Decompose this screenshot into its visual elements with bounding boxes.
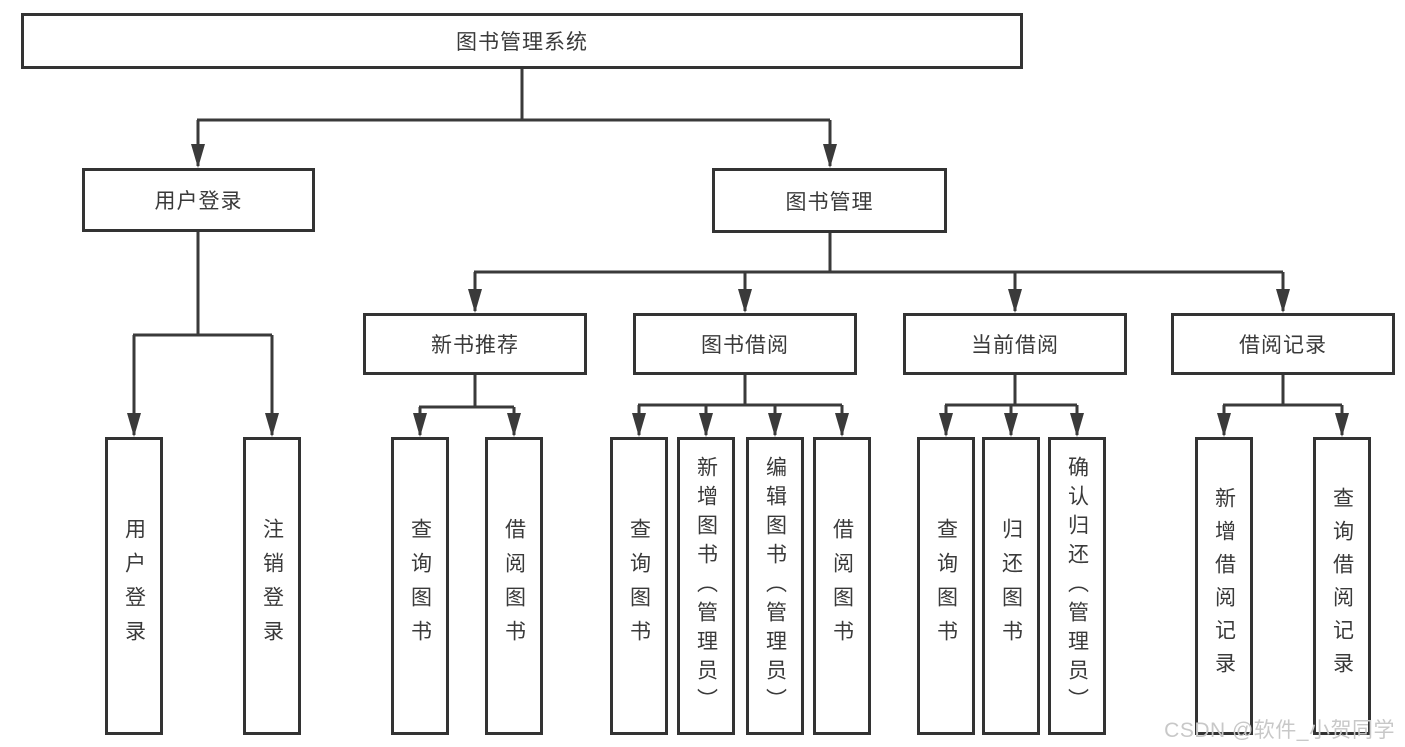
leaf-label: 查询图书 bbox=[408, 518, 432, 654]
leaf-label: 用户登录 bbox=[122, 518, 146, 654]
node-user-login: 用户登录 bbox=[82, 168, 315, 232]
connector-root-to-level2 bbox=[196, 69, 832, 166]
leaf-label: 查询图书 bbox=[934, 518, 958, 654]
connector-book-management-to-level3 bbox=[473, 233, 1285, 311]
leaf-label: 归还图书 bbox=[999, 518, 1023, 654]
leaf-label: 借阅图书 bbox=[502, 518, 526, 654]
leaf-label: 编辑图书（管理员） bbox=[763, 455, 787, 717]
leaf-add-borrow-record: 新增借阅记录 bbox=[1195, 437, 1253, 735]
leaf-label: 借阅图书 bbox=[830, 518, 854, 654]
leaf-current-query-book: 查询图书 bbox=[917, 437, 975, 735]
connector-new-book-recommend-to-leaves bbox=[418, 375, 516, 435]
leaf-query-borrow-record: 查询借阅记录 bbox=[1313, 437, 1371, 735]
node-root: 图书管理系统 bbox=[21, 13, 1023, 69]
leaf-logout: 注销登录 bbox=[243, 437, 301, 735]
leaf-label: 查询借阅记录 bbox=[1330, 487, 1354, 685]
connector-borrow-records-to-leaves bbox=[1222, 375, 1344, 435]
node-borrow-records: 借阅记录 bbox=[1171, 313, 1395, 375]
leaf-label: 查询图书 bbox=[627, 518, 651, 654]
arrowheads bbox=[127, 144, 1349, 437]
watermark: CSDN @软件_小贺同学 bbox=[1164, 719, 1395, 742]
node-current-borrow: 当前借阅 bbox=[903, 313, 1127, 375]
leaf-add-book-admin: 新增图书（管理员） bbox=[677, 437, 735, 735]
leaf-label: 新增借阅记录 bbox=[1212, 487, 1236, 685]
leaf-edit-book-admin: 编辑图书（管理员） bbox=[746, 437, 804, 735]
leaf-recommend-query-book: 查询图书 bbox=[391, 437, 449, 735]
leaf-label: 确认归还（管理员） bbox=[1065, 455, 1089, 717]
connector-user-login-to-leaves bbox=[132, 232, 274, 435]
leaf-confirm-return-admin: 确认归还（管理员） bbox=[1048, 437, 1106, 735]
leaf-borrow-query-book: 查询图书 bbox=[610, 437, 668, 735]
leaf-borrow-book: 借阅图书 bbox=[813, 437, 871, 735]
leaf-label: 新增图书（管理员） bbox=[694, 455, 718, 717]
leaf-recommend-borrow-book: 借阅图书 bbox=[485, 437, 543, 735]
leaf-label: 注销登录 bbox=[260, 518, 284, 654]
node-new-book-recommend: 新书推荐 bbox=[363, 313, 587, 375]
node-book-management: 图书管理 bbox=[712, 168, 947, 233]
leaf-return-book: 归还图书 bbox=[982, 437, 1040, 735]
leaf-user-login: 用户登录 bbox=[105, 437, 163, 735]
connector-book-borrow-to-leaves bbox=[637, 375, 844, 435]
node-book-borrow: 图书借阅 bbox=[633, 313, 857, 375]
